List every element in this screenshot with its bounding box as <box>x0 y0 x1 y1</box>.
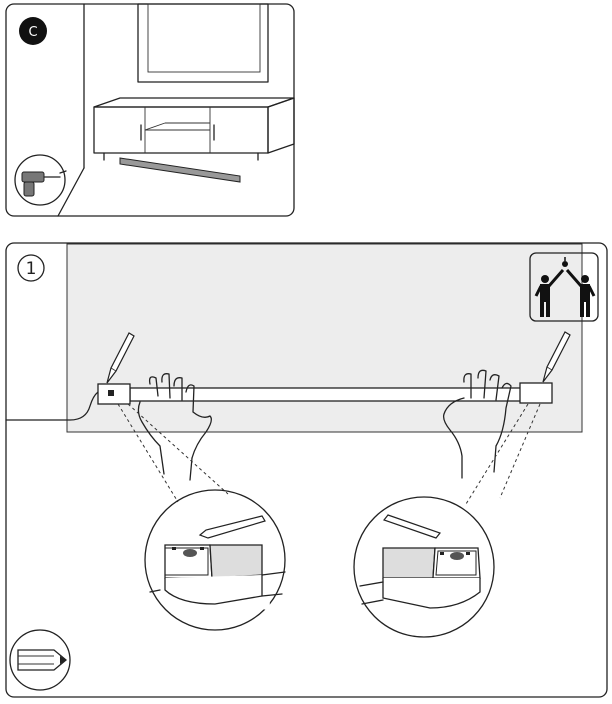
magnifier-circle-icon-left <box>144 489 286 631</box>
step-badge-c: C <box>19 17 47 45</box>
tv-screen <box>137 3 269 83</box>
drill-icon <box>14 154 67 206</box>
pencil-icon <box>9 629 71 691</box>
panel-1-frame <box>5 242 608 698</box>
badge-circle <box>19 17 47 45</box>
power-cable <box>5 391 99 421</box>
step-label: 1 <box>26 259 37 279</box>
panel-1: 1 <box>5 242 608 698</box>
wall-area <box>66 243 583 433</box>
step-number-1: 1 <box>17 254 45 282</box>
right-end-cap <box>519 382 553 404</box>
magnifier-circle-icon-right <box>353 496 495 638</box>
room-corner <box>57 3 85 217</box>
panel-c-frame <box>5 3 295 217</box>
tv-bench <box>93 97 295 161</box>
callout-lines <box>117 403 541 505</box>
two-people-icon <box>529 252 599 322</box>
pencil-right <box>542 331 571 383</box>
pencil-left <box>106 332 135 384</box>
hand-icon-right <box>442 369 512 479</box>
panel-c: C <box>5 3 295 217</box>
light-bar-under-bench <box>119 157 241 183</box>
badge-label: C <box>28 25 37 40</box>
light-bar <box>97 382 553 405</box>
